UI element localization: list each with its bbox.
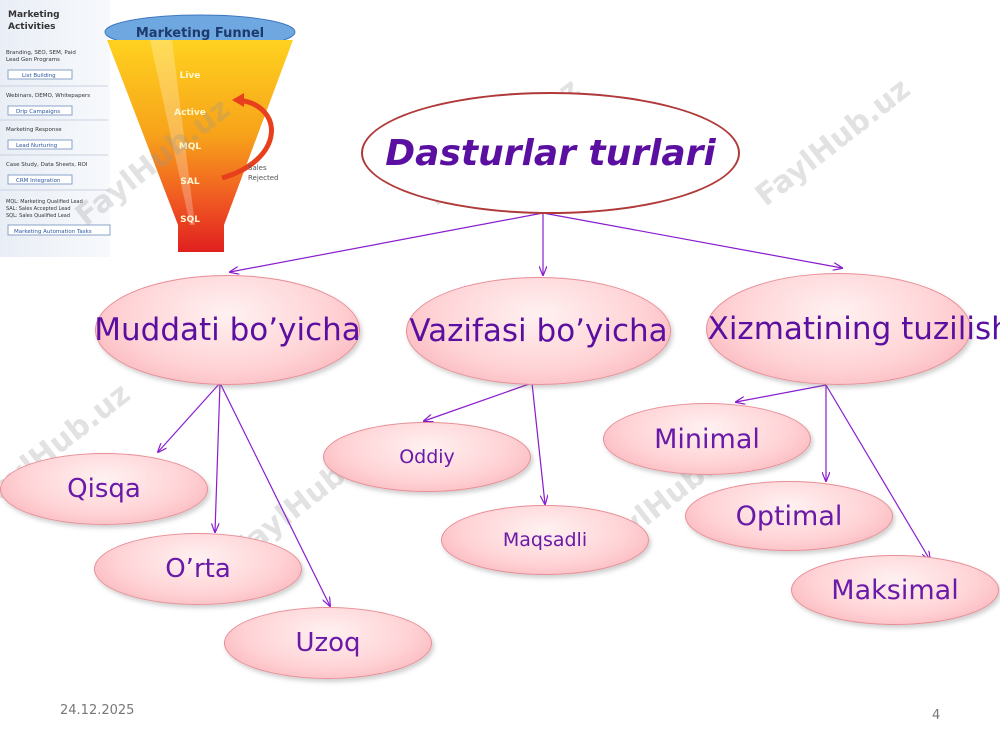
- node-orta-label: O’rta: [165, 554, 231, 584]
- svg-text:Branding, SEO, SEM, Paid: Branding, SEO, SEM, Paid: [6, 50, 76, 56]
- node-orta: O’rta: [94, 533, 302, 605]
- svg-text:Active: Active: [174, 108, 206, 118]
- svg-text:Rejected: Rejected: [248, 174, 278, 182]
- edge-vazifasi-oddiy: [424, 382, 533, 421]
- node-muddati-label: Muddati bo’yicha: [94, 312, 361, 348]
- node-muddati: Muddati bo’yicha: [94, 275, 361, 385]
- svg-text:MQL: MQL: [179, 142, 202, 152]
- node-xizmat-label: Xizmatining tuzilishi: [707, 311, 1000, 347]
- edge-muddati-qisqa: [158, 382, 221, 452]
- svg-text:Lead Gen Programs: Lead Gen Programs: [6, 57, 60, 63]
- footer-date: 24.12.2025: [60, 703, 135, 718]
- svg-text:Drip Campaigns: Drip Campaigns: [16, 109, 60, 115]
- page-number: 4: [932, 708, 941, 723]
- node-qisqa-label: Qisqa: [67, 474, 141, 504]
- edge-muddati-uzoq: [219, 382, 330, 606]
- edge-xizmat-maksimal: [825, 384, 930, 560]
- svg-text:SQL: Sales Qualified Lead: SQL: Sales Qualified Lead: [6, 213, 70, 219]
- node-oddiy: Oddiy: [323, 422, 531, 492]
- svg-text:Sales: Sales: [248, 164, 267, 172]
- edge-title-xizmat: [542, 212, 842, 268]
- node-maqsadli-label: Maqsadli: [502, 529, 588, 551]
- node-vazifasi: Vazifasi bo’yicha: [406, 277, 671, 385]
- svg-text:SAL: SAL: [180, 177, 199, 187]
- svg-text:Case Study, Data Sheets, ROI: Case Study, Data Sheets, ROI: [6, 162, 88, 168]
- svg-text:MQL: Marketing Qualified Lead: MQL: Marketing Qualified Lead: [6, 199, 83, 205]
- diagram-title-node: Dasturlar turlari: [361, 92, 740, 214]
- edge-muddati-orta: [215, 382, 221, 532]
- node-optimal: Optimal: [685, 481, 893, 551]
- node-minimal: Minimal: [603, 403, 811, 475]
- node-uzoq: Uzoq: [224, 607, 432, 679]
- node-maksimal-label: Maksimal: [831, 574, 959, 606]
- svg-text:Lead Nurturing: Lead Nurturing: [16, 143, 57, 149]
- svg-text:SAL: Sales Accepted Lead: SAL: Sales Accepted Lead: [6, 206, 71, 212]
- node-xizmat: Xizmatining tuzilishi: [706, 273, 1000, 385]
- svg-text:SQL: SQL: [180, 215, 200, 225]
- node-optimal-label: Optimal: [735, 500, 843, 532]
- svg-text:Marketing Response: Marketing Response: [6, 127, 62, 133]
- svg-text:Live: Live: [180, 71, 201, 81]
- node-minimal-label: Minimal: [654, 423, 760, 455]
- marketing-funnel-image: Marketing Activities Branding, SEO, SEM,…: [0, 0, 300, 257]
- node-vazifasi-label: Vazifasi bo’yicha: [409, 313, 668, 349]
- node-maqsadli: Maqsadli: [441, 505, 649, 575]
- svg-text:CRM Integration: CRM Integration: [16, 178, 61, 184]
- svg-text:Activities: Activities: [8, 22, 56, 32]
- funnel-heading: Marketing Funnel: [136, 26, 264, 41]
- diagram-title: Dasturlar turlari: [385, 132, 716, 174]
- svg-text:List Building: List Building: [22, 73, 56, 79]
- node-uzoq-label: Uzoq: [295, 628, 361, 658]
- edge-vazifasi-maqsadli: [531, 382, 545, 504]
- edge-title-muddati: [230, 212, 544, 272]
- edge-xizmat-minimal: [736, 384, 827, 402]
- svg-text:Marketing Automation Tasks: Marketing Automation Tasks: [14, 229, 92, 235]
- svg-text:Webinars, DEMO, Whitepapers: Webinars, DEMO, Whitepapers: [6, 93, 90, 99]
- node-oddiy-label: Oddiy: [399, 446, 455, 468]
- node-qisqa: Qisqa: [0, 453, 208, 525]
- funnel-activities-title: Marketing: [8, 10, 60, 20]
- node-maksimal: Maksimal: [791, 555, 999, 625]
